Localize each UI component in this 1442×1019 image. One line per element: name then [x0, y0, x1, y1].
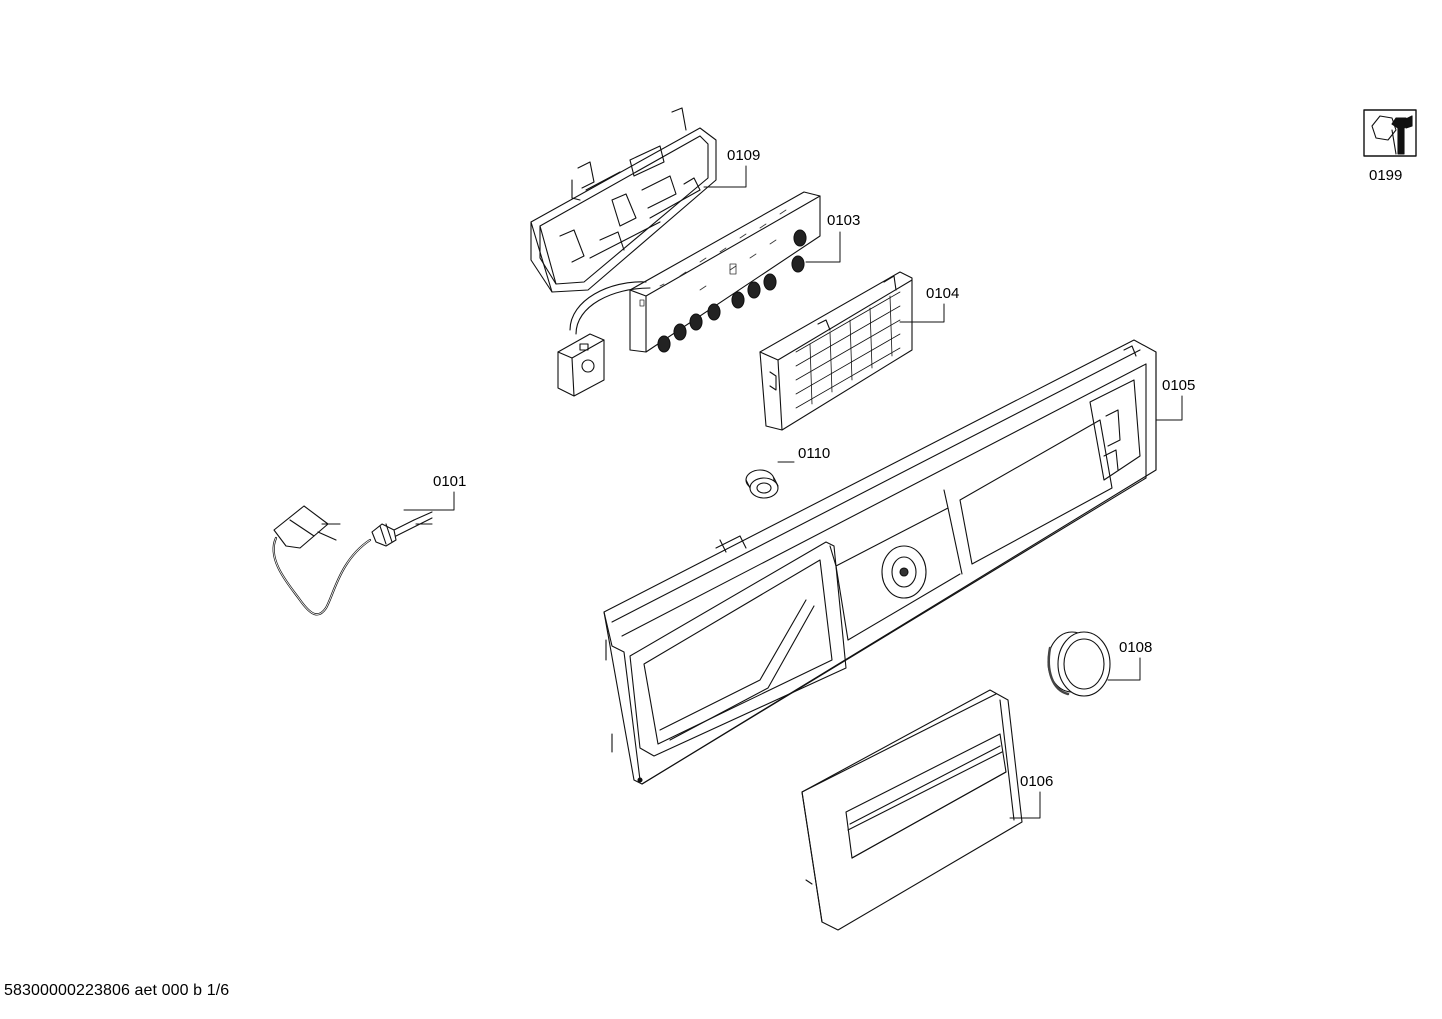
selector-knob-drawing [1047, 631, 1111, 697]
dispenser-handle-drawing [801, 689, 1023, 931]
service-tools-icon [1363, 109, 1417, 157]
part-label-0105[interactable]: 0105 [1162, 377, 1195, 394]
power-cord-drawing [272, 505, 433, 616]
part-label-0109[interactable]: 0109 [727, 147, 760, 164]
fascia-panel-drawing [603, 339, 1157, 785]
part-label-0104[interactable]: 0104 [926, 285, 959, 302]
part-label-0110[interactable]: 0110 [798, 445, 830, 462]
knob-insert-drawing [745, 469, 779, 499]
service-badge-label[interactable]: 0199 [1369, 167, 1402, 184]
control-module-drawing [557, 191, 821, 397]
housing-frame-drawing [530, 107, 717, 293]
display-carrier-drawing [759, 271, 913, 431]
leader-lines [403, 165, 1183, 819]
part-label-0101[interactable]: 0101 [433, 473, 466, 490]
part-label-0103[interactable]: 0103 [827, 212, 860, 229]
document-id: 58300000223806 aet 000 b 1/6 [4, 982, 230, 999]
part-label-0106[interactable]: 0106 [1020, 773, 1053, 790]
part-label-0108[interactable]: 0108 [1119, 639, 1152, 656]
